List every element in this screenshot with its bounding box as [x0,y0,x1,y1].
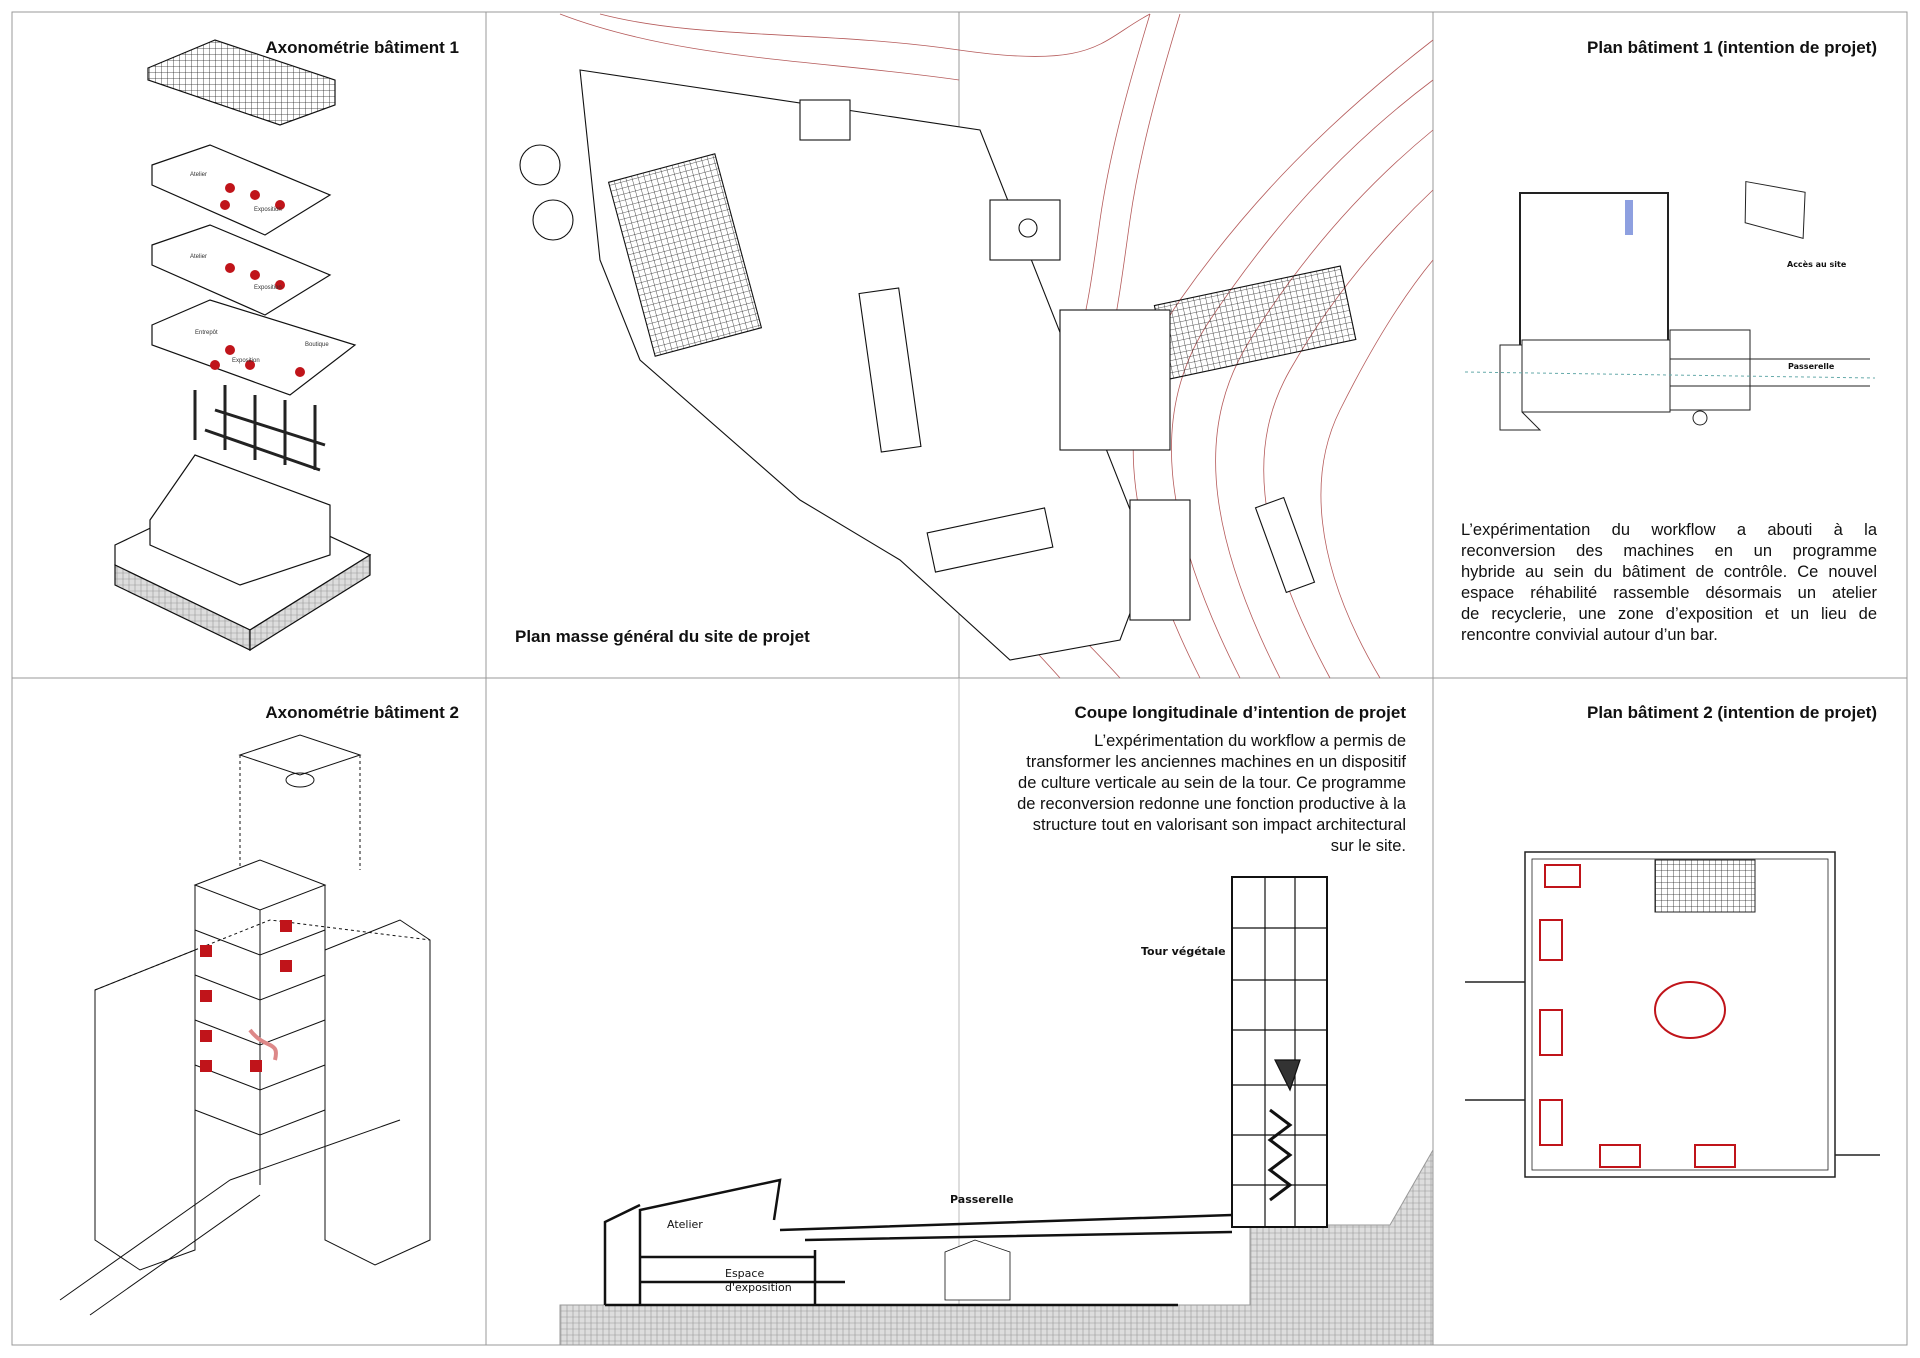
axo1-label: Exposition [254,207,282,213]
paragraph-line: rencontre convivial autour d’un bar. [1461,626,1718,644]
section-exhibition-label-2: d'exposition [725,1281,792,1294]
axo1-title: Axonométrie bâtiment 1 [265,38,459,57]
plan1-description: L’expérimentation du workflow a abouti à… [1461,520,1877,646]
axo1-label: Atelier [190,254,208,260]
paragraph-line: reconversion des machines en un programm… [1461,542,1877,560]
plan-building-1 [1464,180,1876,431]
section-workshop-label: Atelier [667,1218,703,1231]
axo1-label: Exposition [254,285,282,291]
section-bridge-label: Passerelle [950,1193,1014,1206]
paragraph-line: de recyclerie, une zone d’exposition et … [1461,605,1877,623]
section-description: L’expérimentation du workflow a permis d… [966,731,1406,857]
longitudinal-section [559,876,1434,1346]
paragraph-line: L’expérimentation du workflow a permis d… [1094,732,1406,750]
axo2-title: Axonométrie bâtiment 2 [265,703,459,722]
plan1-bridge-label: Passerelle [1788,362,1835,371]
site-plan-title: Plan masse général du site de projet [515,627,810,646]
paragraph-line: de reconversion redonne une fonction pro… [1017,795,1406,813]
paragraph-line: structure tout en valorisant son impact … [1032,816,1406,834]
plan2-title: Plan bâtiment 2 (intention de projet) [1587,703,1877,722]
section-tower-label: Tour végétale [1141,945,1226,958]
plan-building-2 [1465,851,1880,1178]
paragraph-line: espace réhabilité rassemble désormais un… [1461,584,1877,602]
axonometry-building-1 [114,39,372,652]
section-exhibition-label-1: Espace [725,1267,765,1280]
plan1-access-label: Accès au site [1787,260,1847,269]
axo1-label: Boutique [305,342,329,348]
paragraph-line: transformer les anciennes machines en un… [1026,753,1406,771]
plan1-title: Plan bâtiment 1 (intention de projet) [1587,38,1877,57]
site-plan [519,13,1434,679]
axo1-label: Atelier [190,172,208,178]
paragraph-line: hybride au sein du bâtiment de contrôle.… [1461,563,1877,581]
paragraph-line: L’expérimentation du workflow a abouti à… [1461,521,1877,539]
axonometry-building-2 [59,734,431,1316]
paragraph-line: sur le site. [1330,837,1406,855]
section-title: Coupe longitudinale d’intention de proje… [1074,703,1406,722]
paragraph-line: de culture verticale au sein de la tour.… [1018,774,1406,792]
axo1-label: Exposition [232,358,260,364]
axo1-label: Entrepôt [195,330,218,336]
